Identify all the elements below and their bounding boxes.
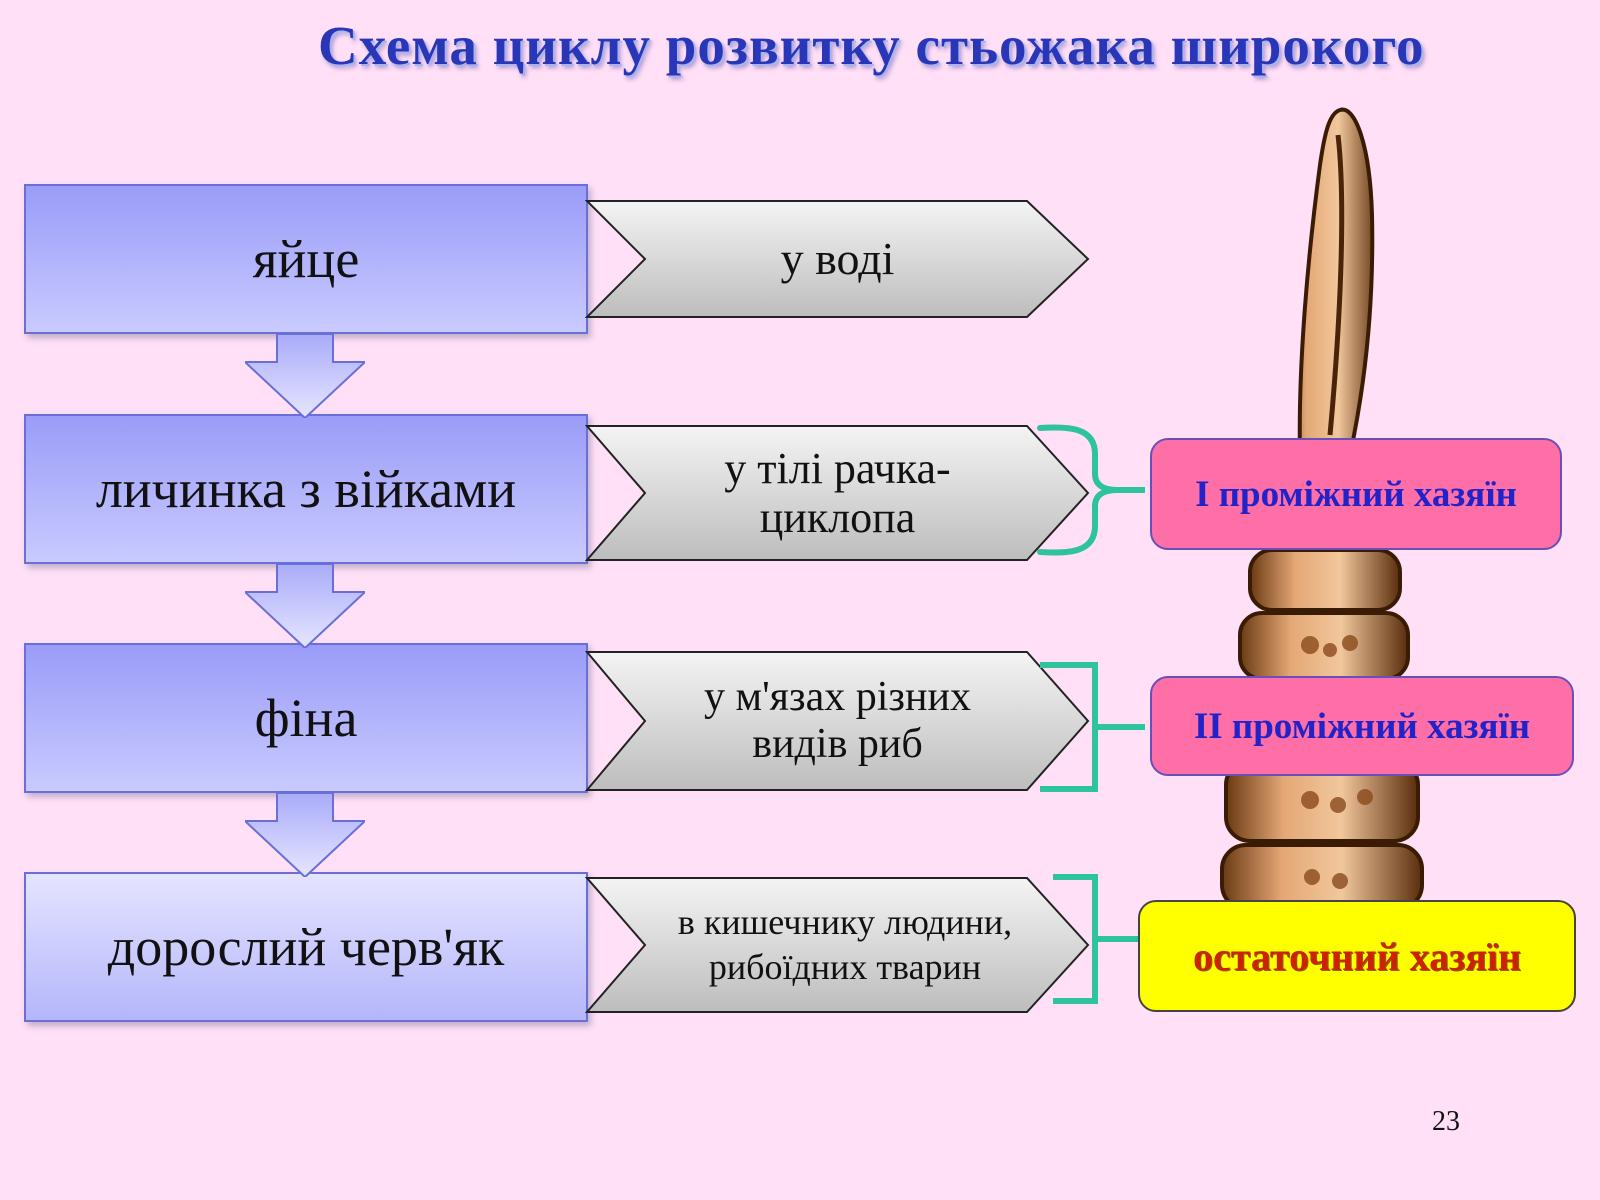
location-chevron: у тілі рачка-циклопа: [585, 424, 1090, 562]
stage-plerocercoid: фіна: [24, 643, 588, 793]
location-text: у м'язах різних видів риб: [704, 673, 971, 767]
first-intermediate-host-label: I проміжний хазяїн: [1150, 438, 1562, 550]
down-arrow-icon: [245, 334, 365, 418]
bracket-icon: [1037, 424, 1145, 556]
location-text: у воді: [780, 233, 895, 285]
bracket-icon: [1040, 662, 1145, 792]
location-chevron: у воді: [585, 199, 1090, 319]
stage-ciliated-larva: личинка з війками: [24, 414, 588, 564]
stage-adult-worm: дорослий черв'як: [24, 872, 588, 1022]
location-chevron: у м'язах різних видів риб: [585, 650, 1090, 792]
stage-egg: яйце: [24, 184, 588, 334]
bracket-icon: [1053, 874, 1139, 1004]
down-arrow-icon: [245, 564, 365, 648]
second-intermediate-host-label: II проміжний хазяїн: [1150, 676, 1574, 776]
slide-title: Схема циклу розвитку стьожака широкого: [318, 15, 1425, 76]
down-arrow-icon: [245, 793, 365, 877]
page-number: 23: [1432, 1106, 1460, 1137]
location-text: у тілі рачка-циклопа: [724, 443, 951, 542]
final-host-label: остаточний хазяїн: [1138, 900, 1576, 1012]
location-text: в кишечнику людини, рибоїдних тварин: [677, 902, 1013, 987]
location-chevron: в кишечнику людини, рибоїдних тварин: [585, 876, 1090, 1014]
